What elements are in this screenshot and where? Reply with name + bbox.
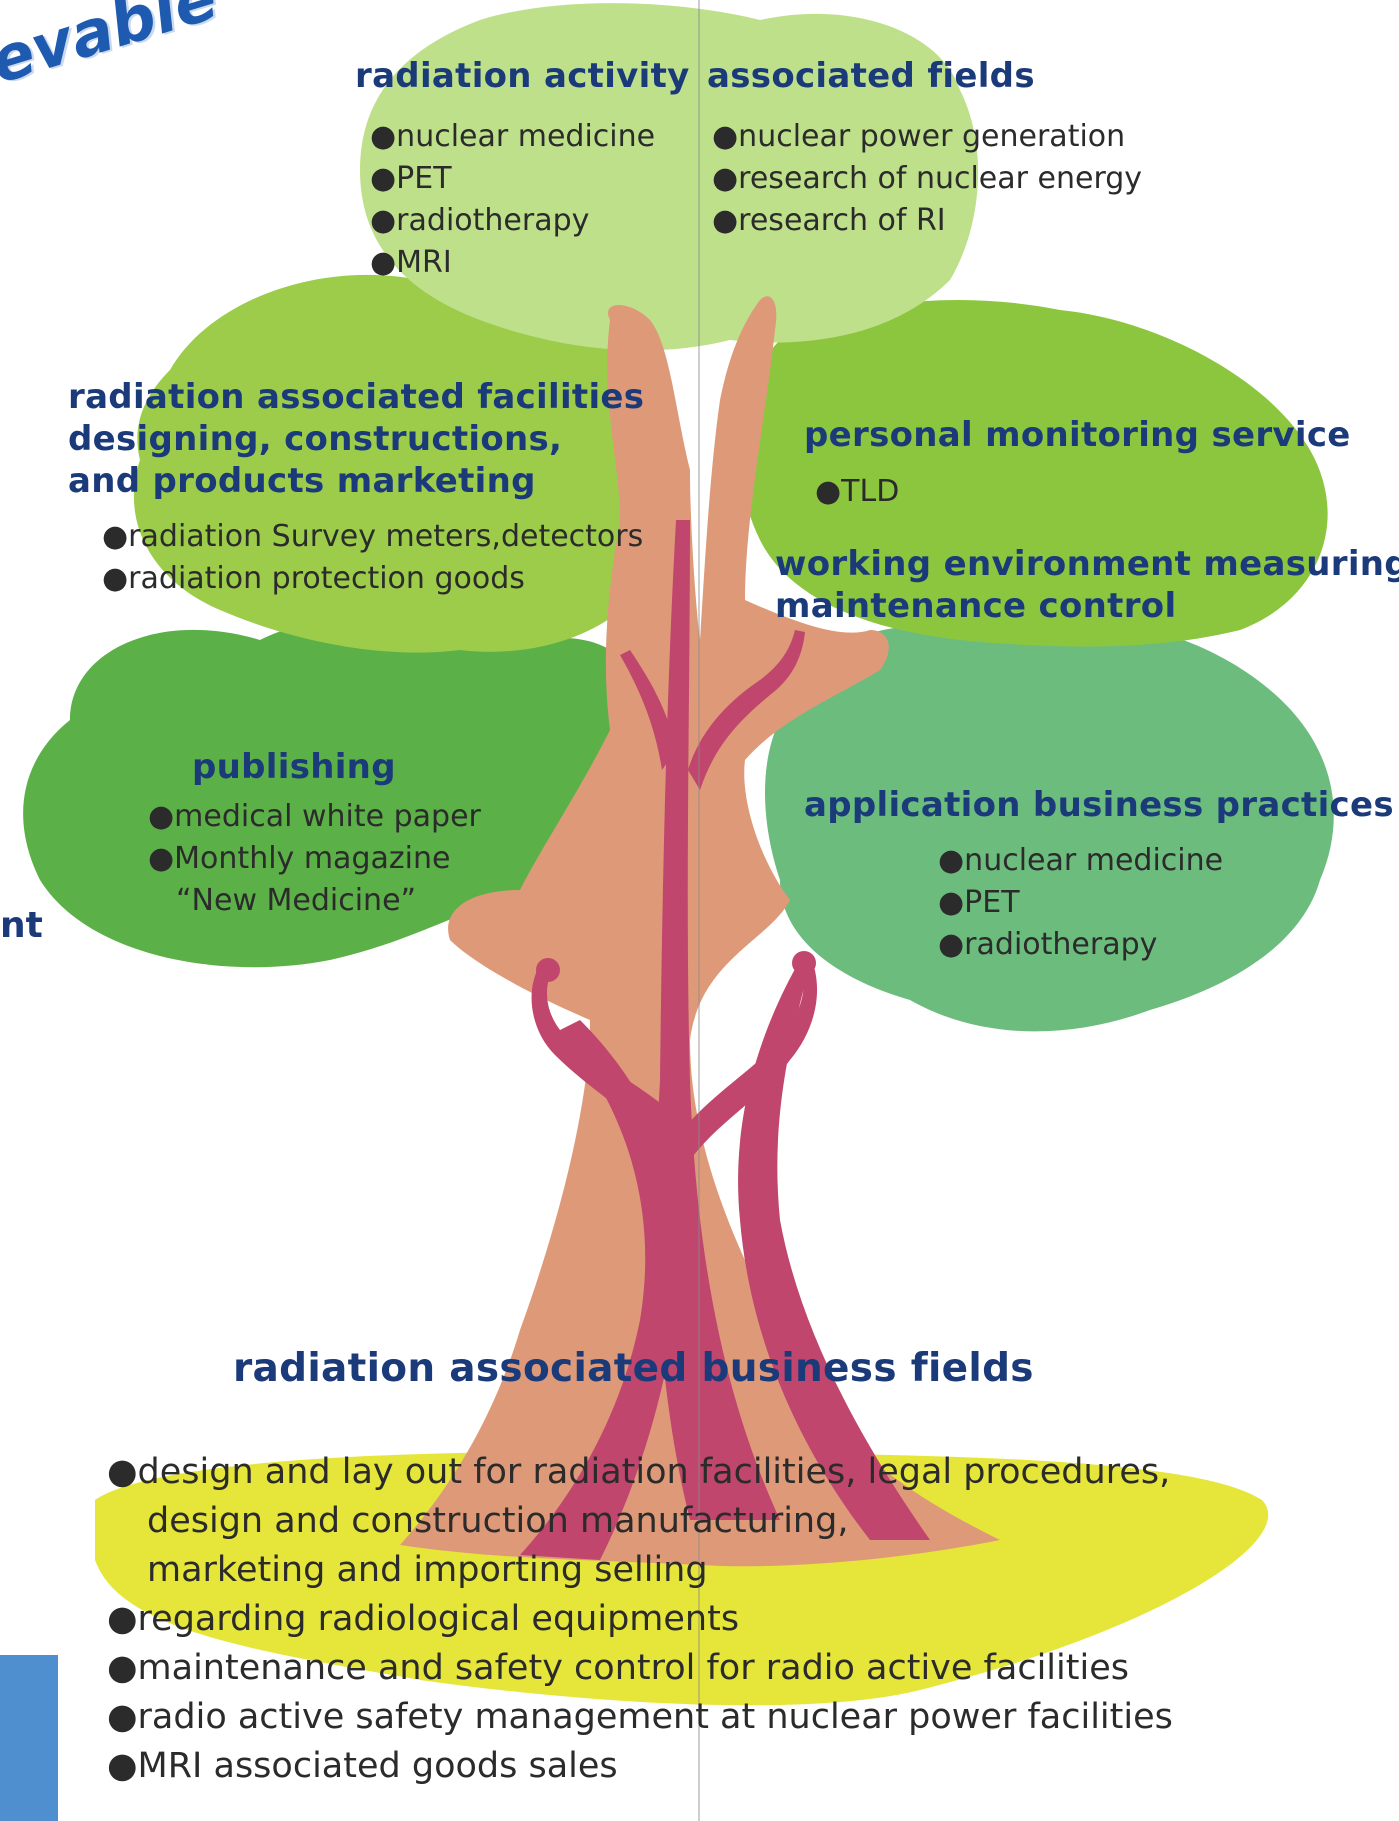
publishing-list: ●medical white paper ●Monthly magazine “… (148, 796, 481, 922)
ground-patch (95, 1451, 1269, 1706)
list-item: ●design and lay out for radiation facili… (107, 1452, 1171, 1492)
business-fields-title: radiation associated business fields (233, 1346, 1034, 1391)
list-item: ●nuclear medicine (370, 119, 656, 154)
list-item: ●PET (938, 885, 1020, 920)
working-environment-title-line: maintenance control (775, 586, 1177, 626)
list-item: “New Medicine” (176, 883, 417, 918)
trunk-bud-right (792, 951, 816, 975)
facilities-title: radiation associated facilities designin… (68, 376, 644, 502)
canopy-mid-right (739, 300, 1328, 647)
personal-monitoring-list: ●TLD (815, 471, 899, 513)
canopy-mid-left (133, 274, 678, 653)
associated-fields-list: ●nuclear power generation ●research of n… (712, 116, 1142, 242)
list-item: ●MRI (370, 245, 452, 280)
facilities-list: ●radiation Survey meters,detectors ●radi… (102, 516, 643, 600)
list-item: ●PET (370, 161, 452, 196)
list-item: ●MRI associated goods sales (107, 1746, 618, 1786)
list-item: ●nuclear power generation (712, 119, 1126, 154)
list-item: ●radiotherapy (370, 203, 590, 238)
trunk-vein-upper-left (620, 650, 676, 770)
trunk-vein-base-right (738, 960, 930, 1540)
list-item: design and construction manufacturing, (147, 1501, 849, 1541)
personal-monitoring-title: personal monitoring service (804, 415, 1351, 455)
trunk (400, 296, 1000, 1567)
list-item: ●radiotherapy (938, 927, 1158, 962)
radiation-activity-list: ●nuclear medicine ●PET ●radiotherapy ●MR… (370, 116, 655, 284)
canopy-top (360, 3, 979, 351)
list-item: ●radio active safety management at nucle… (107, 1697, 1173, 1737)
list-item: ●radiation Survey meters,detectors (102, 519, 644, 554)
facilities-title-line: designing, constructions, (68, 419, 563, 459)
canopy-lower-right (765, 618, 1334, 1032)
trunk-bud-left (536, 958, 560, 982)
list-item: ●research of RI (712, 203, 946, 238)
list-item: ●research of nuclear energy (712, 161, 1143, 196)
corner-photo-block (0, 1655, 58, 1821)
trunk-vein-base (520, 1020, 682, 1560)
facilities-title-line: radiation associated facilities (68, 377, 645, 417)
facilities-title-line: and products marketing (68, 461, 536, 501)
list-item: ●regarding radiological equipments (107, 1599, 740, 1639)
trunk-vein-upper-right (688, 630, 805, 790)
trunk-vein-right (670, 955, 818, 1160)
list-item: ●medical white paper (148, 799, 481, 834)
canopy-lower-left (23, 613, 660, 968)
radiation-activity-title: radiation activity (355, 56, 690, 96)
application-business-list: ●nuclear medicine ●PET ●radiotherapy (938, 840, 1223, 966)
list-item: ●radiation protection goods (102, 561, 525, 596)
list-item: ●TLD (815, 474, 900, 509)
application-business-title: application business practices (804, 785, 1394, 825)
trunk-vein-central (656, 520, 780, 1520)
working-environment-title-line: working environment measuring, (775, 544, 1399, 584)
list-item: marketing and importing selling (147, 1550, 708, 1590)
associated-fields-title: associated fields (707, 56, 1035, 96)
list-item: ●nuclear medicine (938, 843, 1224, 878)
edge-heading-fragment: nt (0, 905, 43, 946)
list-item: ●Monthly magazine (148, 841, 451, 876)
working-environment-title: working environment measuring, maintenan… (775, 543, 1399, 627)
business-fields-list: ●design and lay out for radiation facili… (107, 1448, 1173, 1791)
list-item: ●maintenance and safety control for radi… (107, 1648, 1129, 1688)
publishing-title: publishing (192, 747, 396, 787)
